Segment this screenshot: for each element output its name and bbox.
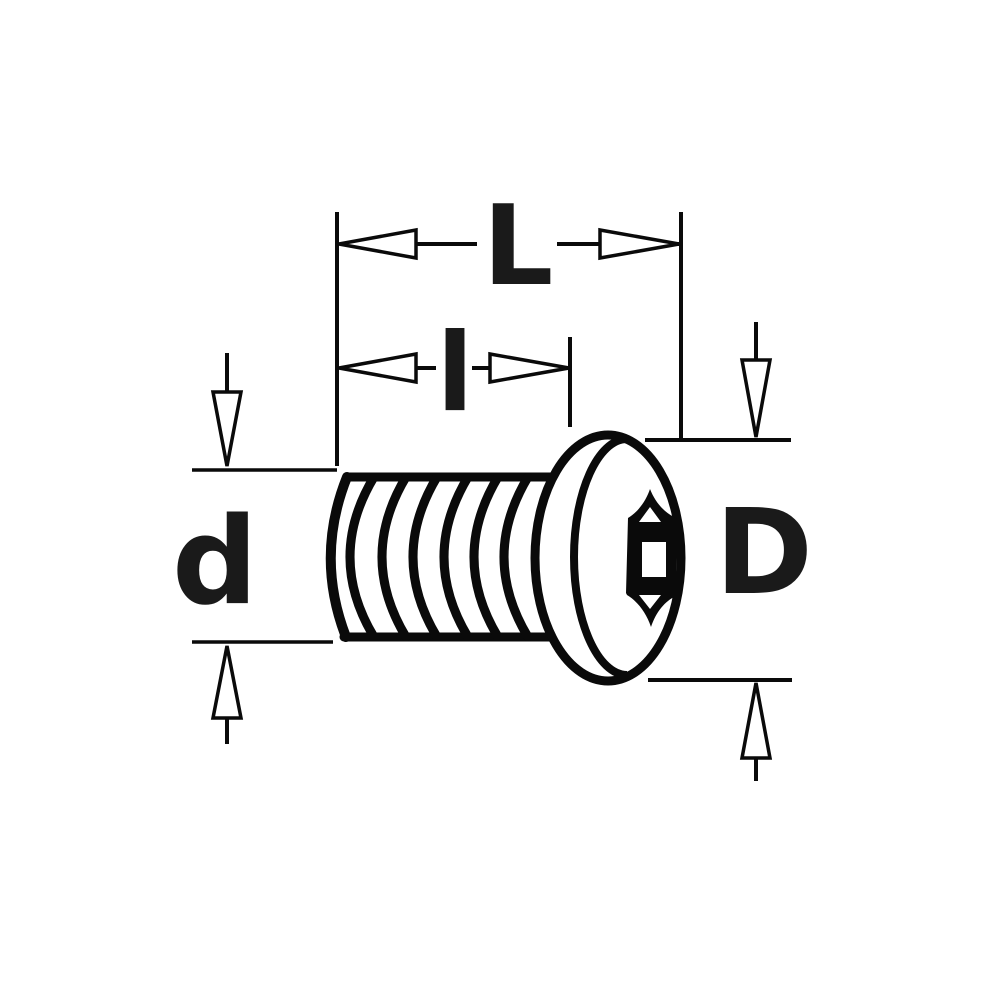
dimension-d: d (172, 353, 337, 744)
arrowhead-up-icon (210, 645, 244, 720)
torx-socket-icon (626, 489, 677, 627)
arrowhead-left-icon (338, 351, 418, 385)
torx-socket-top-facet (639, 507, 661, 522)
thread-crest (345, 472, 379, 642)
arrowhead-down-icon (739, 358, 773, 438)
dimension-D: D (645, 322, 813, 781)
screw-body (325, 472, 563, 642)
arrowhead-up-icon (739, 682, 773, 760)
thread-crest (408, 472, 442, 642)
torx-socket-bottom-facet (639, 595, 661, 609)
screw-body-end-cap (325, 472, 352, 642)
arrowhead-right-icon (488, 351, 570, 385)
dimension-L: L (335, 182, 683, 466)
torx-socket-center-facet (642, 542, 666, 577)
label-thread-length: l (436, 311, 473, 436)
label-head-diameter: D (715, 483, 813, 621)
screw-head (530, 430, 686, 686)
label-overall-length: L (483, 182, 554, 311)
thread-crest (377, 472, 411, 642)
dimension-l: l (338, 311, 572, 436)
arrowhead-right-icon (598, 227, 680, 261)
thread-crest (469, 472, 503, 642)
arrowhead-down-icon (210, 390, 244, 467)
screw-head-outline (530, 430, 686, 686)
thread-crest (499, 472, 533, 642)
screw-head-face-crease (569, 435, 628, 679)
thread-crest (439, 472, 473, 642)
screw-threads (345, 472, 533, 642)
arrowhead-left-icon (338, 227, 418, 261)
label-thread-diameter: d (172, 493, 258, 632)
